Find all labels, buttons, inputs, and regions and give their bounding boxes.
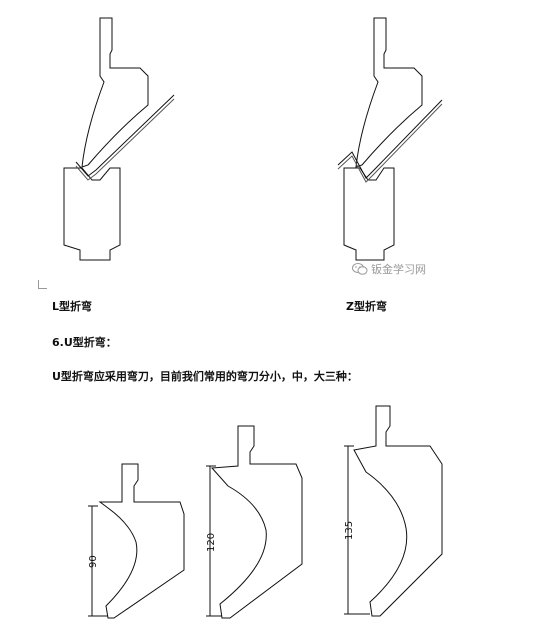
z-bend-die: [343, 167, 395, 261]
l-bend-sheet: [75, 94, 175, 177]
section-heading: 6.U型折弯：: [52, 336, 117, 349]
dim-medium: 120: [206, 533, 217, 552]
l-bend-die: [63, 167, 121, 261]
z-bend-diagram: [337, 17, 443, 261]
punch-diagrams: 90 120 135: [88, 405, 443, 619]
medium-punch: [210, 425, 303, 619]
corner-mark: [38, 280, 47, 289]
section-text: U型折弯应采用弯刀，目前我们常用的弯刀分小，中，大三种：: [52, 370, 358, 383]
dim-large: 135: [344, 521, 355, 540]
l-bend-punch: [81, 17, 149, 168]
watermark: 钣金学习网: [352, 261, 426, 277]
l-bend-diagram: [63, 17, 175, 261]
z-bend-punch: [355, 17, 423, 168]
z-bend-sheet: [337, 99, 443, 179]
large-punch: [353, 405, 443, 617]
wechat-logo-icon: [352, 263, 368, 275]
dim-small: 90: [88, 555, 99, 568]
caption-l-bend: L型折弯: [52, 300, 93, 313]
caption-z-bend: Z型折弯: [346, 300, 387, 313]
small-punch: [98, 463, 185, 619]
watermark-text: 钣金学习网: [371, 263, 426, 276]
